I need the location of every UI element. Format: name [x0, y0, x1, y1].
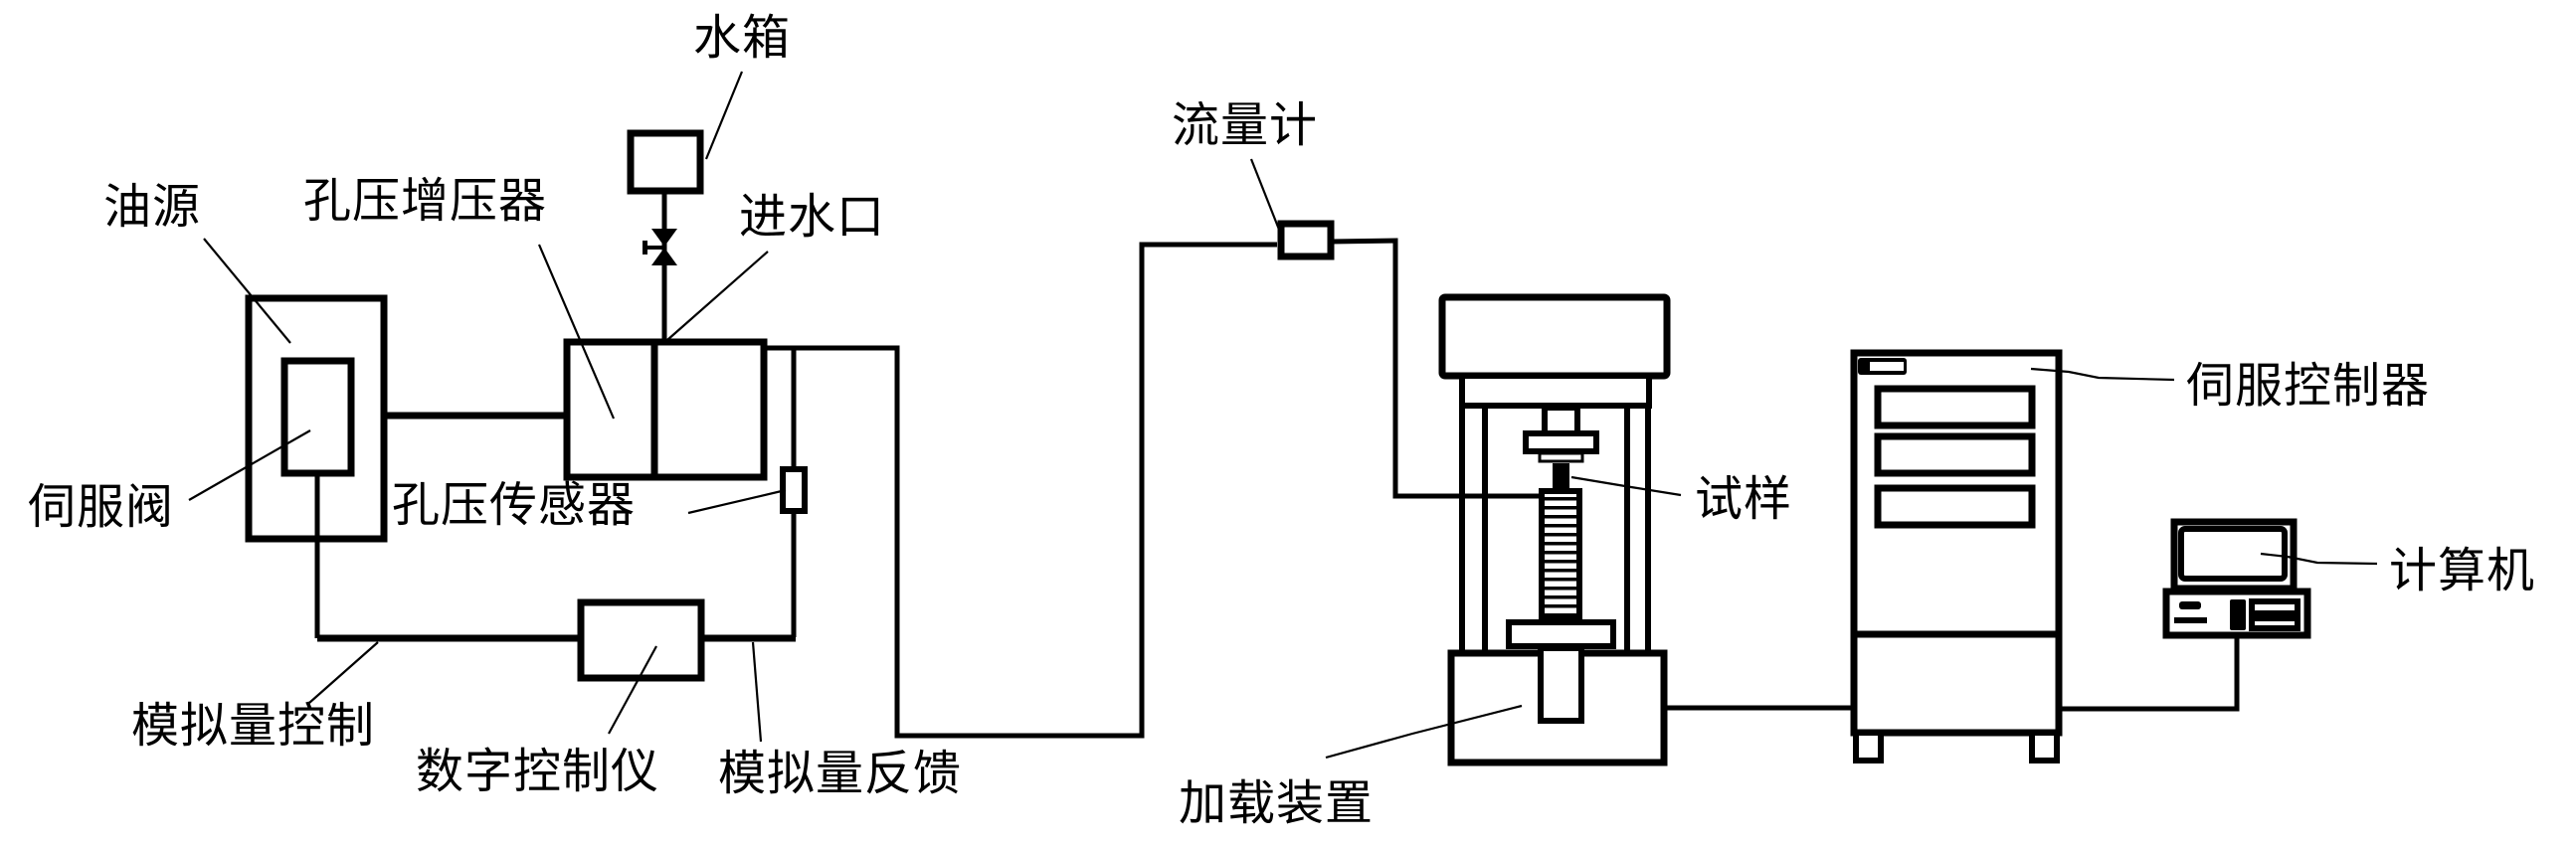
coil-stripe	[1543, 587, 1578, 591]
coil-stripe	[1543, 613, 1578, 617]
specimen-coil	[1543, 497, 1578, 617]
digital-controller-box	[577, 598, 705, 682]
leader-specimen	[1570, 475, 1682, 497]
label-analog-feedback: 模拟量反馈	[718, 746, 963, 801]
valve-icon	[643, 229, 677, 265]
leader-booster	[537, 244, 616, 420]
coil-stripe	[1543, 560, 1578, 564]
label-analog-control: 模拟量控制	[131, 698, 376, 754]
booster-outlet-pipe	[764, 242, 1277, 739]
label-water-inlet: 进水口	[739, 189, 886, 245]
servo-controller-cabinet	[1850, 349, 2063, 763]
coil-stripe	[1543, 569, 1578, 573]
leader-loading-device	[1325, 704, 1523, 760]
coil-stripe	[1543, 506, 1578, 510]
coil-stripe	[1543, 533, 1578, 537]
leader-sensor	[687, 488, 787, 515]
label-pore-pressure-sensor: 孔压传感器	[392, 477, 637, 533]
pore-pressure-sensor-box	[780, 466, 808, 514]
leader-analog-control	[308, 641, 379, 704]
specimen-body	[1539, 488, 1582, 621]
label-loading-device: 加载装置	[1179, 775, 1375, 831]
label-servo-controller: 伺服控制器	[2186, 358, 2431, 414]
coil-stripe	[1543, 595, 1578, 599]
loading-device	[1438, 293, 1671, 766]
specimen-neck	[1553, 463, 1569, 491]
label-water-tank: 水箱	[693, 10, 792, 66]
controller-to-computer-cable	[2059, 634, 2240, 712]
flow-meter-outlet-pipe	[1330, 238, 1552, 499]
leader-servo-valve	[188, 429, 311, 501]
pore-pressure-booster-box	[563, 338, 768, 481]
label-oil-source: 油源	[103, 179, 202, 235]
label-servo-valve: 伺服阀	[28, 479, 175, 535]
leader-water-tank	[704, 71, 744, 160]
label-pore-pressure-booster: 孔压增压器	[303, 173, 548, 229]
coil-stripe	[1543, 551, 1578, 555]
label-specimen: 试样	[1695, 471, 1793, 527]
water-tank-box	[627, 129, 704, 195]
leader-oil-source	[203, 238, 291, 344]
coil-stripe	[1543, 515, 1578, 519]
label-flow-meter: 流量计	[1172, 97, 1319, 153]
leader-computer	[2260, 552, 2378, 566]
coil-stripe	[1543, 542, 1578, 546]
label-digital-controller: 数字控制仪	[416, 744, 660, 799]
leader-servo-controller	[2030, 367, 2175, 382]
leader-digital-controller	[608, 645, 657, 735]
servo-valve-box	[280, 357, 355, 477]
label-computer: 计算机	[2389, 543, 2536, 598]
coil-stripe	[1543, 578, 1578, 582]
coil-stripe	[1543, 497, 1578, 501]
coil-stripe	[1543, 524, 1578, 528]
coil-stripe	[1543, 604, 1578, 608]
flow-meter-box	[1277, 220, 1335, 260]
leader-water-inlet	[666, 251, 769, 341]
leader-analog-feedback	[751, 641, 763, 743]
computer-icon	[2162, 518, 2311, 639]
leader-flow-meter	[1249, 158, 1285, 241]
